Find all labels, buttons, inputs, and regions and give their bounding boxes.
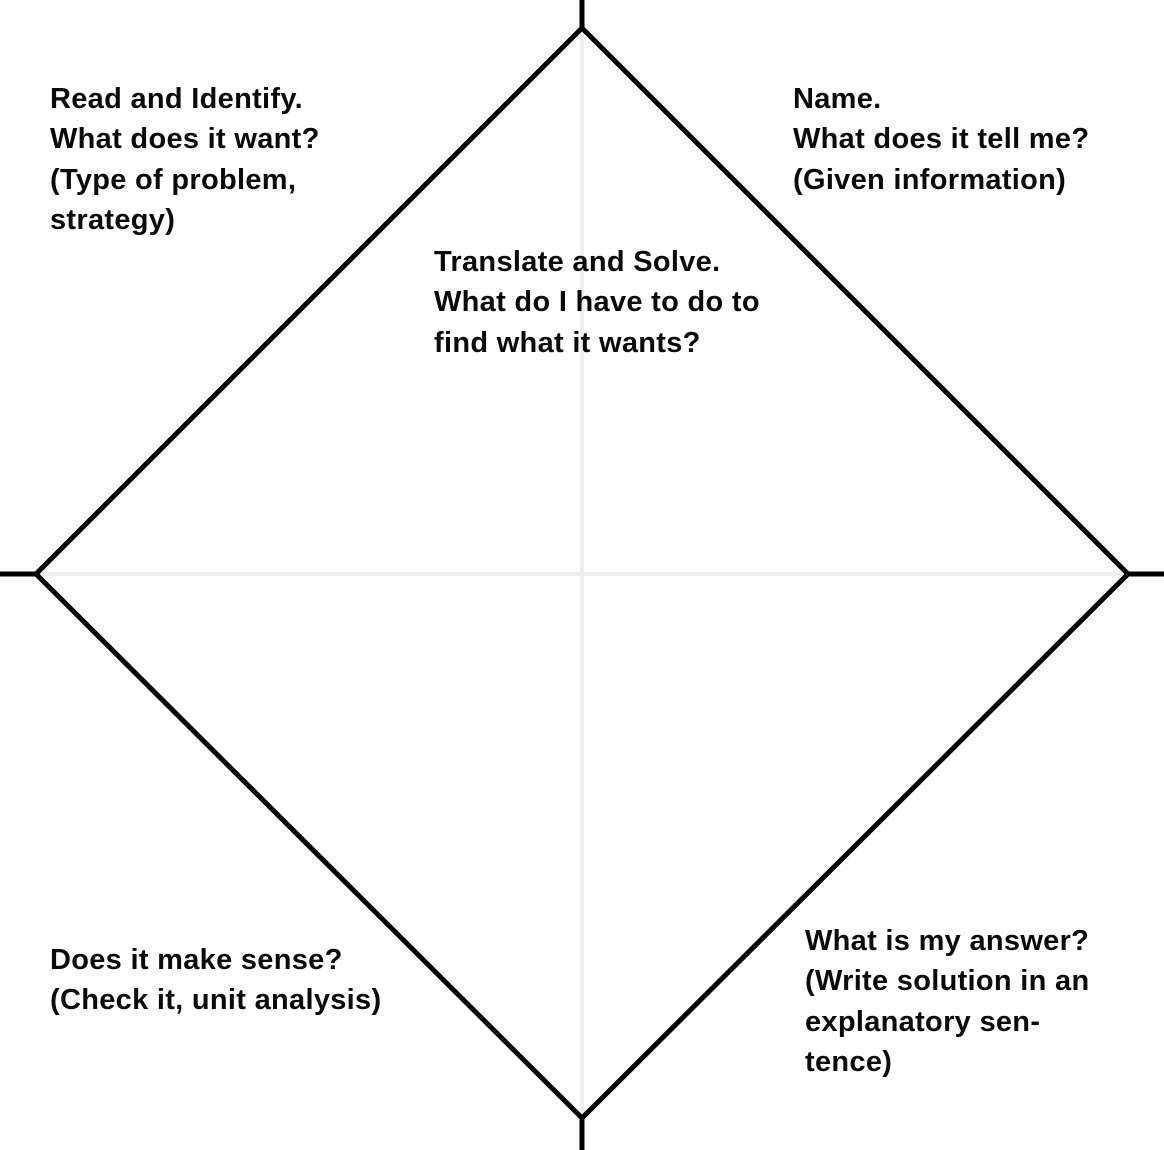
section-text-line: (Write solution in an — [805, 965, 1090, 998]
section-text-line: strategy) — [50, 203, 176, 236]
section-text-line: What do I have to do to — [434, 286, 760, 319]
section-text-line: What does it tell me? — [793, 123, 1090, 156]
section-translate-and-solve: Translate and Solve. What do I have to d… — [434, 242, 760, 363]
section-text-line: find what it wants? — [434, 326, 701, 359]
section-text-line: (Given information) — [793, 163, 1067, 196]
section-name-given-information: Name. What does it tell me? (Given infor… — [793, 79, 1089, 200]
section-what-is-my-answer: What is my answer? (Write solution in an… — [805, 921, 1089, 1082]
section-read-and-identify: Read and Identify. What does it want? (T… — [50, 79, 320, 240]
section-text-line: (Check it, unit analysis) — [50, 984, 382, 1017]
section-text-line: Does it make sense? — [50, 944, 343, 976]
section-text-line: explanatory sen- — [805, 1005, 1041, 1038]
section-text-line: tence) — [805, 1045, 893, 1078]
section-text-line: (Type of problem, — [50, 163, 297, 196]
diamond-outline — [32, 24, 1132, 1122]
section-text-line: What does it want? — [50, 123, 320, 156]
section-does-it-make-sense: Does it make sense? (Check it, unit anal… — [50, 940, 381, 1021]
section-text-line: What is my answer? — [805, 925, 1090, 957]
section-text-line: Read and Identify. — [50, 83, 304, 115]
section-text-line: Name. — [793, 83, 882, 115]
section-text-line: Translate and Solve. — [434, 246, 721, 278]
